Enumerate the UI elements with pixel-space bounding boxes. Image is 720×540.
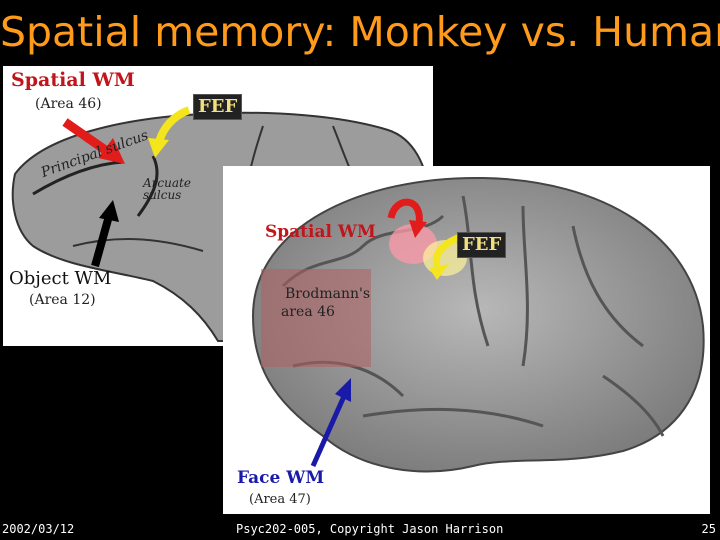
page-number: 25 [701, 522, 716, 536]
human-fef-label: FEF [457, 232, 507, 258]
slide-title: Spatial memory: Monkey vs. Human [0, 8, 720, 56]
brodmann-label-line1: Brodmann's [285, 286, 371, 302]
red-arrow-icon [387, 198, 427, 238]
human-brain-illustration [251, 176, 705, 473]
gyri-line [602, 374, 665, 437]
monkey-spatial-wm-label: Spatial WM [11, 69, 135, 91]
gyri-line [571, 225, 644, 348]
brodmann-46-region [261, 269, 371, 367]
principal-sulcus-line [32, 160, 124, 196]
monkey-fef-label: FEF [193, 94, 243, 120]
monkey-area46-label: (Area 46) [35, 96, 102, 112]
human-area47-label: (Area 47) [249, 492, 311, 507]
yellow-arrow-icon [148, 106, 191, 158]
footer-date: 2002/03/12 [2, 522, 75, 536]
blue-arrow-icon [310, 378, 351, 468]
arcuate-sulcus-label-line1: Arcuate [143, 176, 191, 190]
human-brain-shape [251, 176, 705, 473]
monkey-area12-label: (Area 12) [29, 292, 96, 308]
slide-footer: 2002/03/12 Psyc202-005, Copyright Jason … [0, 518, 720, 540]
arcuate-sulcus-label-line2: sulcus [143, 188, 182, 202]
black-arrow-icon [91, 200, 119, 268]
gyri-line [461, 195, 490, 347]
human-face-wm-label: Face WM [237, 468, 325, 488]
sulcus-line [72, 238, 204, 252]
gyri-line [521, 205, 529, 367]
monkey-object-wm-label: Object WM [9, 268, 112, 289]
human-brain-panel: Spatial WM FEF Brodmann's area 46 Face W… [223, 166, 710, 514]
arcuate-sulcus-line [136, 155, 159, 217]
footer-copyright: Psyc202-005, Copyright Jason Harrison [236, 522, 504, 536]
gyri-line [362, 407, 544, 428]
red-arrow-icon [62, 118, 125, 164]
brodmann-label-line2: area 46 [281, 304, 335, 320]
human-spatial-wm-label: Spatial WM [265, 222, 376, 242]
